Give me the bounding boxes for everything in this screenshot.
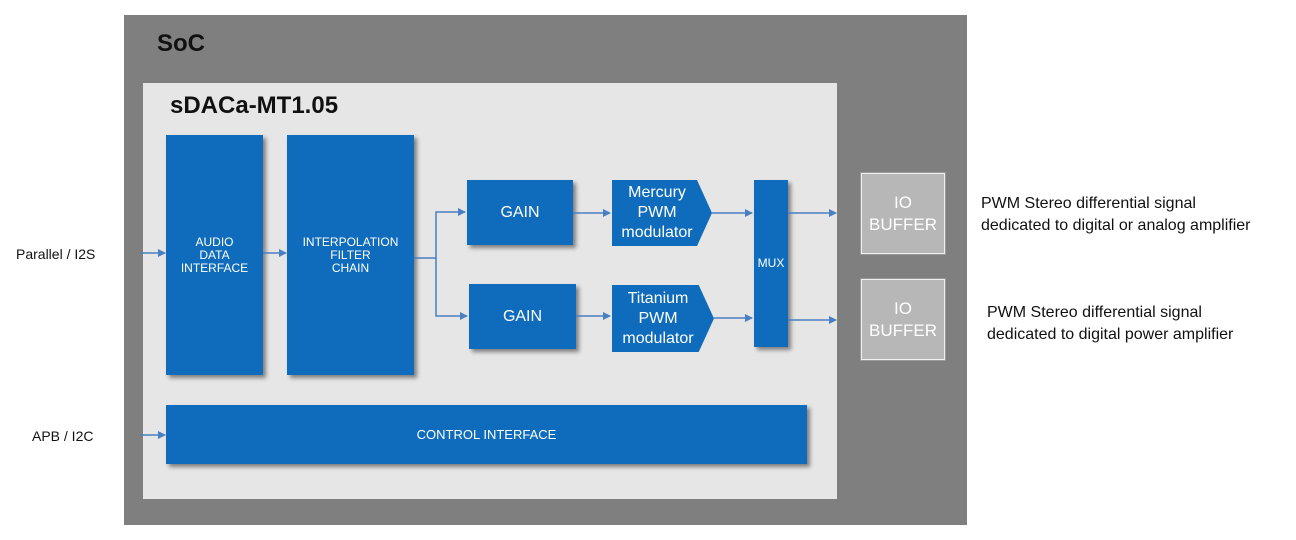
audio-data-interface-line-3: INTERFACE [180,260,249,275]
interpolation-filter-chain-line-1: INTERPOLATION [302,234,399,249]
interpolation-filter-chain-block: INTERPOLATION FILTER CHAIN [287,135,414,375]
mercury-pwm-line-2: PWM [637,204,677,221]
io-buffer-top-block: IO BUFFER [860,172,946,255]
soc-title: SoC [157,30,205,57]
output-bottom-line-2: dedicated to digital power amplifier [987,326,1234,343]
audio-data-interface-block: AUDIO DATA INTERFACE [166,135,263,375]
interpolation-filter-chain-line-2: FILTER [330,247,371,262]
output-bottom-line-1: PWM Stereo differential signal [987,304,1202,321]
apb-i2c-input-label: APB / I2C [32,428,94,444]
interpolation-filter-chain-line-3: CHAIN [331,260,370,275]
io-buffer-bottom-line-2: BUFFER [869,320,937,340]
output-bottom-description: PWM Stereo differential signal dedicated… [987,302,1233,346]
io-buffer-bottom-line-1: IO [894,298,912,318]
titanium-pwm-line-1: Titanium [627,289,689,307]
titanium-pwm-line-2: PWM [638,309,678,327]
mercury-pwm-line-3: modulator [621,224,693,241]
mercury-pwm-line-1: Mercury [628,184,686,201]
mercury-pwm-modulator-block: Mercury PWM modulator [612,180,712,246]
titanium-pwm-line-3: modulator [622,329,694,347]
control-interface-block: CONTROL INTERFACE [166,405,807,464]
audio-data-interface-line-2: DATA [199,247,230,262]
gain-bottom-block: GAIN [469,284,576,349]
sdaca-core-title: sDACa-MT1.05 [170,92,339,119]
gain-top-block: GAIN [467,180,573,245]
io-buffer-bottom-block: IO BUFFER [860,278,946,361]
audio-data-interface-line-1: AUDIO [195,234,234,249]
output-top-line-1: PWM Stereo differential signal [981,195,1196,212]
io-buffer-top-line-1: IO [894,192,912,212]
io-buffer-top-line-2: BUFFER [869,214,937,234]
mux-block: MUX [754,180,788,347]
output-top-line-2: dedicated to digital or analog amplifier [981,217,1251,234]
output-top-description: PWM Stereo differential signal dedicated… [981,193,1251,237]
titanium-pwm-modulator-block: Titanium PWM modulator [612,285,714,352]
parallel-i2s-input-label: Parallel / I2S [16,246,96,262]
